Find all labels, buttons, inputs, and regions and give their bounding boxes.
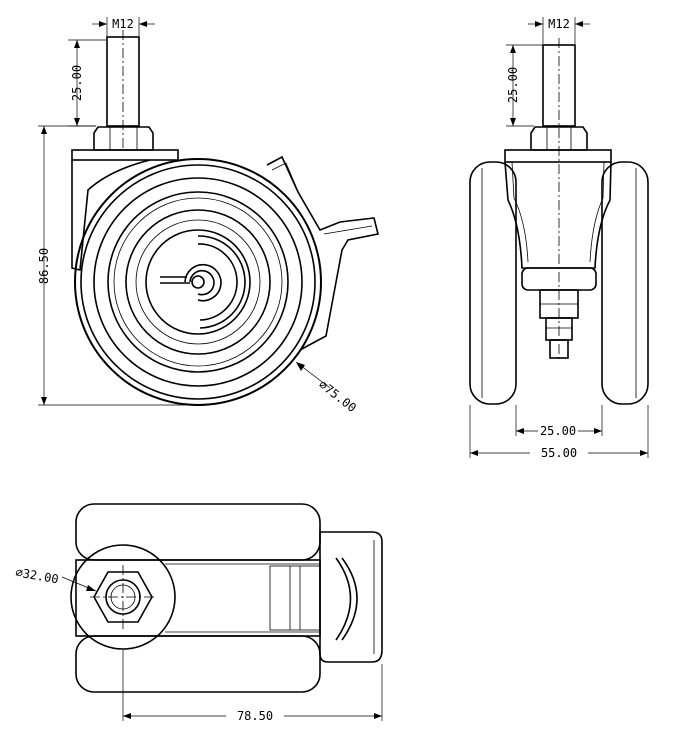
top-wheel-upper: [75, 503, 321, 561]
side-hex-nut: [93, 126, 154, 151]
top-hex-diameter-label: ⌀32.00: [14, 565, 59, 586]
top-round-housing: [70, 544, 176, 650]
top-brake-pedal: [319, 531, 383, 663]
front-stem-length-label: 25.00: [506, 67, 520, 103]
front-thread-label: M12: [548, 17, 570, 31]
front-wheel-left: [469, 161, 517, 405]
side-top-plate: [71, 149, 179, 161]
front-wheel-right: [601, 161, 649, 405]
side-total-height-label: 86.50: [37, 248, 51, 284]
side-view: M12 25.00 86.50 ⌀75.00: [37, 17, 379, 415]
front-view: M12 25.00 25.00 55.00: [469, 17, 649, 460]
front-top-plate: [504, 149, 612, 163]
front-inner-width-label: 25.00: [540, 424, 576, 438]
side-housing: [71, 159, 151, 272]
side-wheel-diameter-label: ⌀75.00: [316, 377, 359, 415]
side-brake-pedal: [266, 155, 379, 351]
top-wheel-lower: [75, 635, 321, 693]
side-wheel: [74, 158, 322, 406]
top-view: ⌀32.00 78.50: [14, 503, 383, 723]
front-total-width-label: 55.00: [541, 446, 577, 460]
top-total-length-label: 78.50: [237, 709, 273, 723]
side-stem-length-label: 25.00: [70, 65, 84, 101]
side-thread-label: M12: [112, 17, 134, 31]
